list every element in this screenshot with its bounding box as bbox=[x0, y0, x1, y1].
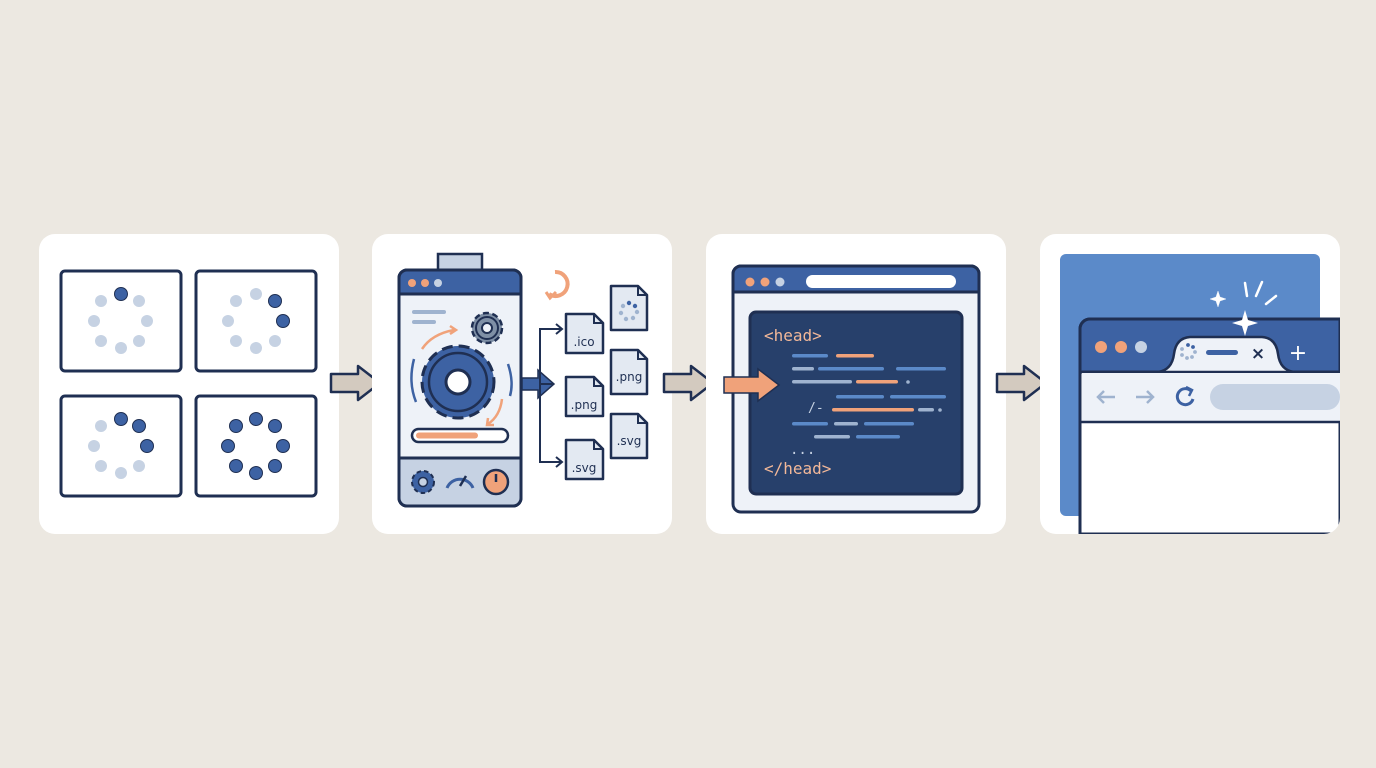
address-bar[interactable] bbox=[1210, 384, 1340, 410]
file-icon: .svg bbox=[564, 438, 605, 481]
code-comment-mark: /- bbox=[808, 401, 824, 416]
gauge-icon bbox=[445, 475, 475, 489]
head-open-tag: <head> bbox=[764, 326, 822, 345]
new-tab-icon[interactable]: + bbox=[1289, 341, 1307, 366]
spinner-icon bbox=[618, 300, 640, 322]
browser-panel: × + bbox=[1040, 234, 1340, 534]
gear-icon bbox=[420, 344, 496, 420]
file-ext-label: .ico bbox=[573, 335, 594, 349]
arrow-right-icon bbox=[662, 364, 715, 402]
insert-arrow-icon bbox=[723, 367, 781, 403]
arrow-right-icon bbox=[995, 364, 1048, 402]
arrow-right-icon bbox=[329, 364, 382, 402]
code-illustration: <head> /- ... bbox=[723, 264, 981, 514]
frames-illustration bbox=[59, 269, 318, 498]
frame-2 bbox=[194, 269, 318, 373]
frame-1 bbox=[59, 269, 183, 373]
file-icon: .png bbox=[564, 375, 605, 418]
refresh-icon bbox=[544, 270, 570, 301]
file-ext-label: .svg bbox=[572, 461, 597, 475]
generator-illustration: .ico .png .svg bbox=[397, 252, 649, 508]
timer-icon bbox=[482, 468, 510, 496]
code-lines: /- ... bbox=[790, 354, 946, 458]
file-icon bbox=[609, 284, 649, 332]
gear-icon bbox=[411, 470, 435, 494]
forward-arrow-icon[interactable] bbox=[1136, 390, 1155, 404]
generator-device bbox=[397, 268, 523, 508]
code-panel: <head> /- ... bbox=[706, 234, 1006, 534]
frames-panel bbox=[39, 234, 339, 534]
browser-illustration: × + bbox=[1060, 254, 1340, 534]
favicon-spinner-icon bbox=[1180, 343, 1197, 360]
back-arrow-icon[interactable] bbox=[1096, 390, 1115, 404]
file-icon: .svg bbox=[609, 412, 649, 460]
reload-icon[interactable] bbox=[1175, 385, 1195, 407]
browser-tab[interactable]: × bbox=[1157, 335, 1295, 374]
file-icon: .png bbox=[609, 348, 649, 396]
head-close-tag: </head> bbox=[764, 459, 831, 478]
frame-4 bbox=[194, 394, 318, 498]
sparkle-icon bbox=[1209, 280, 1278, 336]
file-ext-label: .png bbox=[571, 398, 598, 412]
file-icon: .ico bbox=[564, 312, 605, 355]
file-ext-label: .svg bbox=[617, 434, 642, 448]
generator-panel: .ico .png .svg bbox=[372, 234, 672, 534]
code-ellipsis: ... bbox=[790, 442, 815, 458]
tab-close-icon[interactable]: × bbox=[1251, 344, 1265, 364]
frame-3 bbox=[59, 394, 183, 498]
browser-window: × + bbox=[1078, 317, 1340, 534]
file-ext-label: .png bbox=[616, 370, 643, 384]
gear-icon bbox=[470, 311, 504, 345]
progress-bar bbox=[410, 427, 510, 444]
editor-window: <head> /- ... bbox=[723, 264, 981, 514]
